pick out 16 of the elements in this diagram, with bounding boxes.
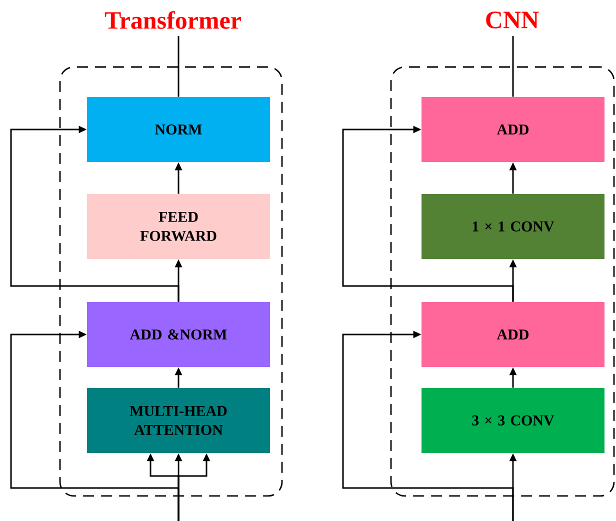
arrow (10, 126, 180, 302)
layer-box: 3 × 3 CONV (422, 388, 604, 453)
block-title: Transformer (104, 11, 241, 29)
layer-box: 1 × 1 CONV (422, 194, 604, 259)
layer-box: NORM (87, 97, 270, 162)
layer-box: ADD &NORM (87, 302, 270, 367)
arrow (342, 126, 514, 302)
layer-box: FEED FORWARD (87, 194, 270, 259)
connector-line (512, 36, 514, 97)
layer-box: ADD (422, 302, 604, 367)
block-title: CNN (486, 12, 539, 28)
connector-line (178, 36, 180, 97)
layer-box: MULTI-HEAD ATTENTION (87, 388, 270, 453)
layer-box: ADD (422, 97, 604, 162)
arrow (10, 330, 180, 521)
arrow (342, 330, 514, 521)
